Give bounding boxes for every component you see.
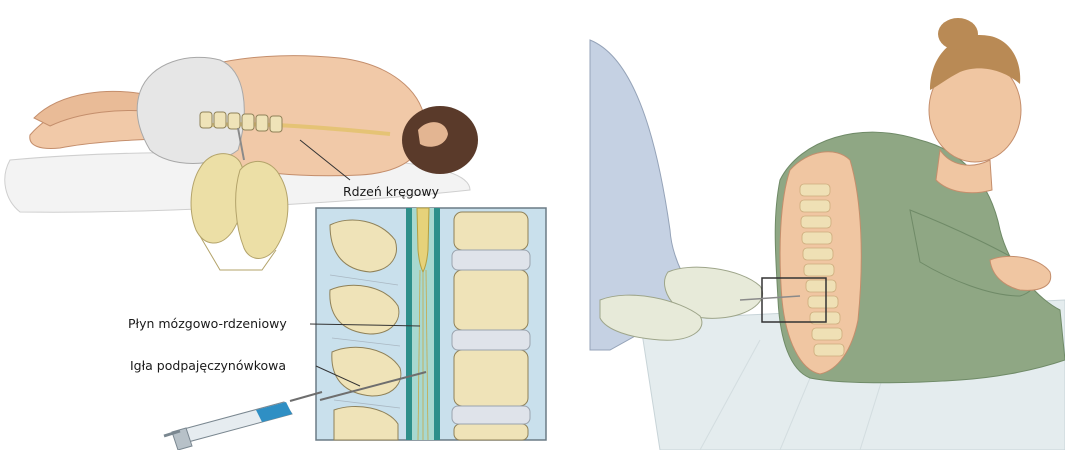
spine-cross-section-inset	[316, 208, 546, 440]
right-gloved-hand	[236, 161, 288, 258]
csf-label: Płyn mózgowo-rdzeniowy	[128, 316, 287, 331]
patient-hair-bun	[938, 18, 978, 50]
patient-briefs	[137, 57, 244, 163]
lateral-position-illustration: Rdzeń kręgowy	[5, 56, 546, 450]
seated-position-illustration	[590, 18, 1065, 450]
syringe	[164, 392, 322, 450]
spinal-cord-label: Rdzeń kręgowy	[343, 184, 440, 199]
needle-label: Igła podpajęczynówkowa	[130, 358, 286, 373]
